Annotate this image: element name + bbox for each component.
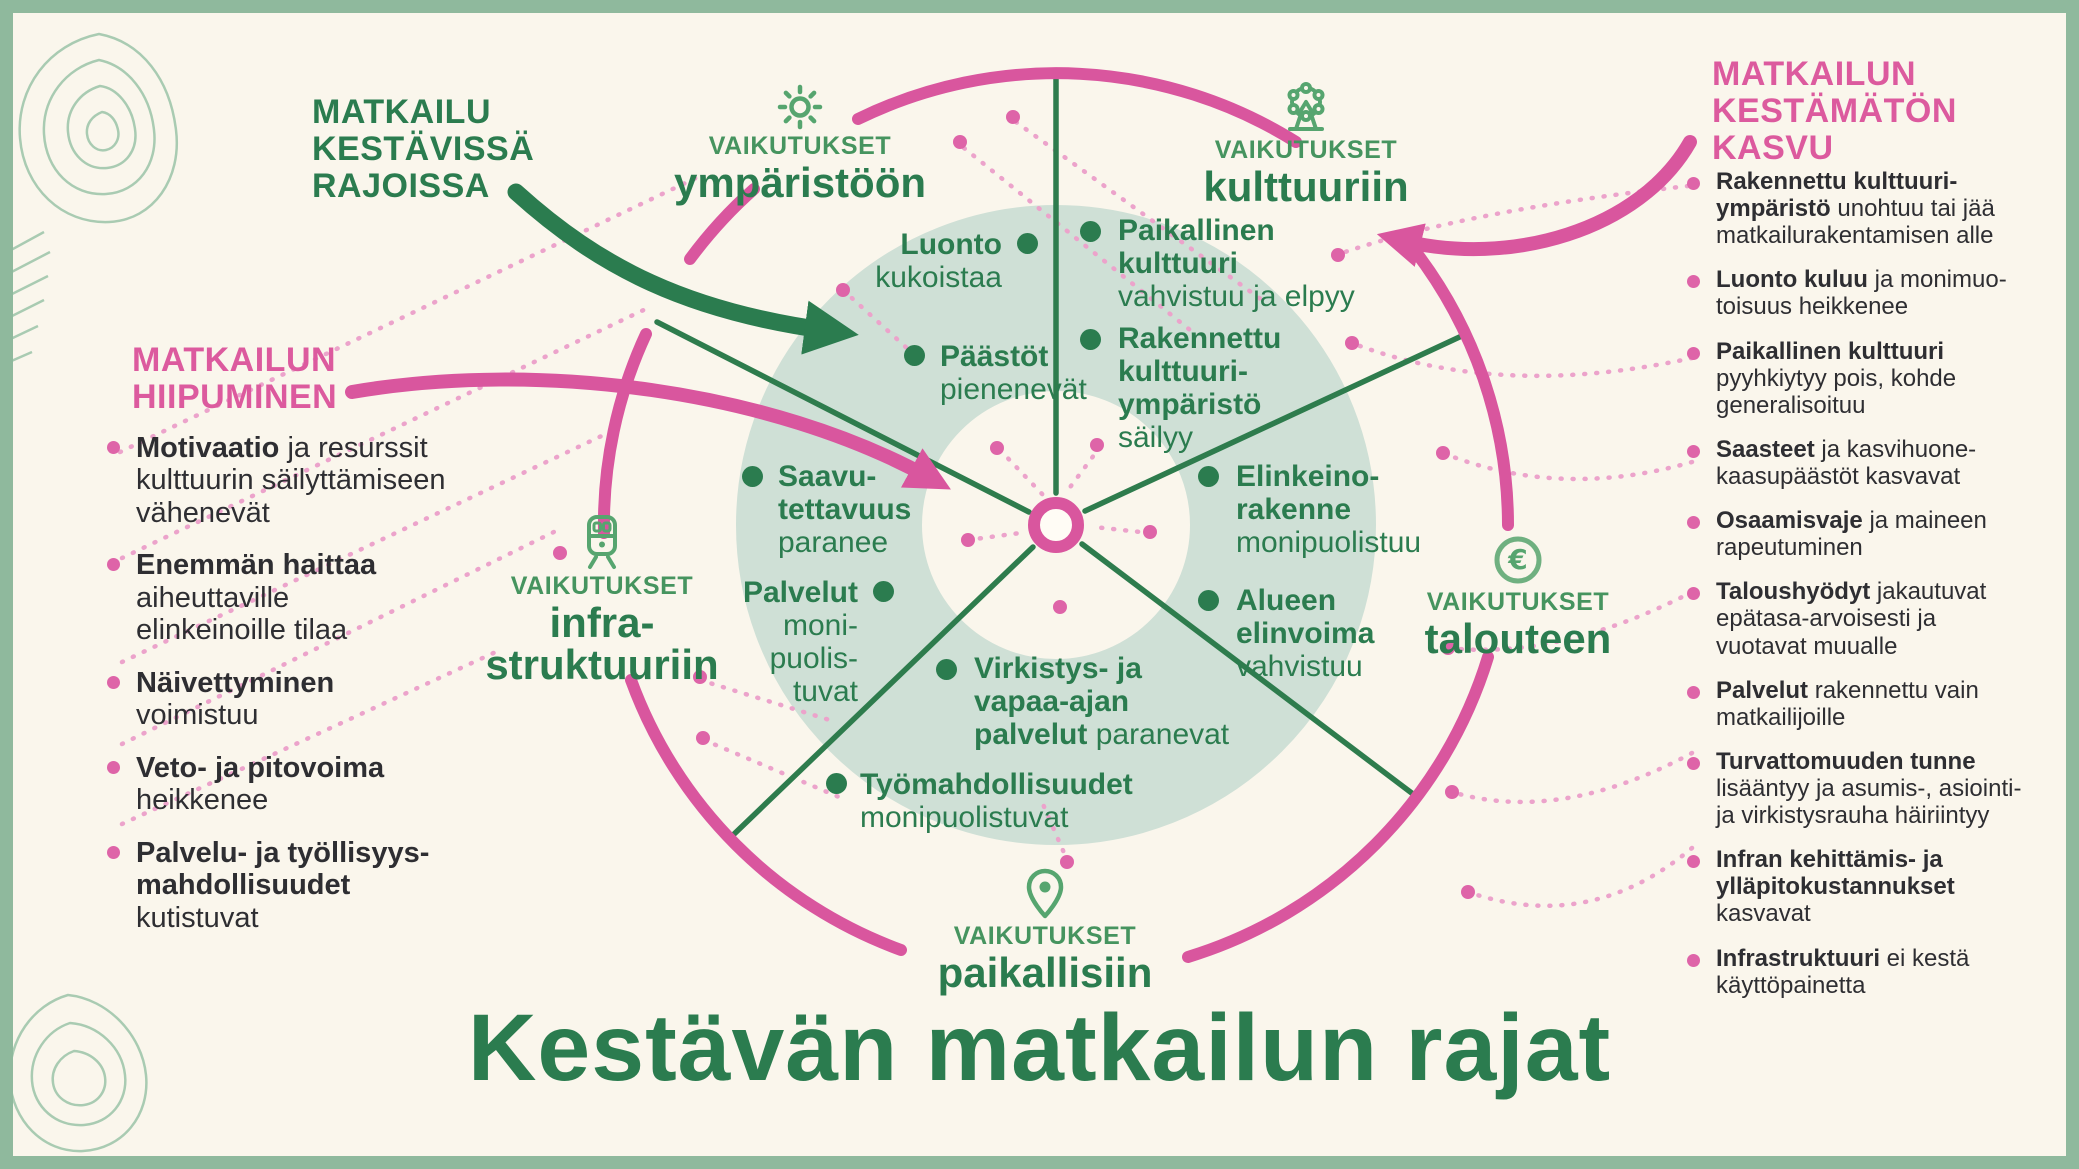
sector-name: talouteen [1424, 615, 1612, 662]
sector-label-infrastructure: VAIKUTUKSET infra- struktuuriin [422, 514, 782, 686]
pink-dots [553, 110, 1475, 899]
list-item: Turvattomuuden tunne lisääntyy ja asumis… [1687, 748, 2066, 829]
list-item: Veto- ja pitovoima heikkenee [107, 752, 476, 817]
wheel-item-palvelut: Palvelut moni- puolis- tuvat [700, 576, 894, 708]
bullet-dot [936, 659, 957, 680]
list-item: Taloushyödyt jakautuvat epätasa-arvoises… [1687, 578, 2066, 660]
ferris-wheel-icon [1287, 82, 1325, 131]
bullet-dot [1198, 466, 1219, 487]
bullet-dot [826, 773, 847, 794]
limit-circle [597, 67, 1514, 963]
bullet-dot [1198, 590, 1219, 611]
sector-label-culture: VAIKUTUKSET kulttuuriin [1126, 80, 1486, 208]
sector-small-label: VAIKUTUKSET [1426, 588, 1610, 616]
bullet-dot [1080, 221, 1101, 242]
growth-arrow [1376, 135, 1697, 267]
sector-label-locals: VAIKUTUKSET paikallisiin [865, 868, 1225, 994]
heading-unsustainable: MATKAILUN KESTÄMÄTÖN KASVU [1712, 55, 1957, 168]
bullet-dot [1017, 233, 1038, 254]
growth-effects-list: Rakennettu kulttuuri- ympäristö unohtuu … [1687, 168, 2066, 1016]
center-hub [1028, 497, 1084, 553]
train-icon [587, 515, 617, 569]
list-item: Motivaatio ja resurssit kulttuurin säily… [107, 432, 476, 529]
contour-art-top-left [0, 32, 179, 368]
sector-small-label: VAIKUTUKSET [953, 922, 1137, 950]
wheel-item-tyomahdollisuudet: Työmahdollisuudet monipuolistuvat [826, 768, 1133, 834]
wheel-item-saavutettavuus: Saavu- tettavuus paranee [742, 460, 911, 559]
sector-name: ympäristöön [673, 159, 927, 206]
wheel-item-paikallinen-kulttuuri: Paikallinen kulttuuri vahvistuu ja elpyy [1080, 214, 1355, 313]
heading-decline: MATKAILUN HIIPUMINEN [132, 341, 338, 417]
page-title: Kestävän matkailun rajat [467, 995, 1612, 1101]
euro-icon: € [1494, 536, 1542, 584]
sector-small-label: VAIKUTUKSET [1214, 136, 1398, 164]
decline-effects-list: Motivaatio ja resurssit kulttuurin säily… [107, 432, 476, 954]
list-item: Saasteet ja kasvihuone- kaasupäästöt kas… [1687, 436, 2066, 490]
wheel-item-paastot: Päästöt pienenevät [904, 340, 1087, 406]
bullet-dot [873, 581, 894, 602]
list-item: Rakennettu kulttuuri- ympäristö unohtuu … [1687, 168, 2066, 249]
decline-arrow [345, 372, 951, 490]
bullet-dot [1080, 329, 1101, 350]
list-item: Enemmän haittaa aiheuttaville elinkeinoi… [107, 549, 476, 646]
location-pin-icon [1026, 868, 1064, 919]
wheel-item-elinkeinorakenne: Elinkeino- rakenne monipuolistuu [1198, 460, 1421, 559]
sector-name: kulttuuriin [1203, 163, 1409, 210]
bullet-dot [904, 345, 925, 366]
wheel-item-rakennettu-ymparisto: Rakennettu kulttuuri- ympäristö säilyy [1080, 322, 1281, 454]
wheel-item-virkistyspalvelut: Virkistys- ja vapaa-ajan palvelut parane… [936, 652, 1229, 751]
sector-spokes [654, 74, 1469, 840]
sector-small-label: VAIKUTUKSET [708, 132, 892, 160]
list-item: Infran kehittämis- ja ylläpitokustannuks… [1687, 846, 2066, 927]
list-item: Palvelut rakennettu vain matkailijoille [1687, 677, 2066, 731]
wheel-item-alueen-elinvoima: Alueen elinvoima vahvistuu [1198, 584, 1374, 683]
bullet-dot [742, 466, 763, 487]
sector-small-label: VAIKUTUKSET [510, 572, 694, 600]
list-item: Näivettyminen voimistuu [107, 667, 476, 732]
sector-label-economy: € VAIKUTUKSET talouteen [1338, 534, 1698, 660]
sun-icon [777, 84, 823, 130]
list-item: Infrastruktuuri ei kestä käyttöpainetta [1687, 945, 2066, 999]
wheel-item-luonto: Luonto kukoistaa [812, 228, 1038, 294]
euro-symbol: € [1507, 543, 1527, 576]
sector-name: infra- struktuuriin [485, 599, 719, 688]
list-item: Osaamisvaje ja maineen rapeutuminen [1687, 507, 2066, 561]
heading-sustainable: MATKAILU KESTÄVISSÄ RAJOISSA [312, 93, 535, 206]
sustainable-arrow [507, 183, 859, 355]
sector-label-environment: VAIKUTUKSET ympäristöön [620, 84, 980, 204]
list-item: Paikallinen kulttuuri pyyhkiytyy pois, k… [1687, 338, 2066, 419]
list-item: Luonto kuluu ja monimuo- toisuus heikken… [1687, 266, 2066, 320]
sector-name: paikallisiin [937, 949, 1153, 996]
list-item: Palvelu- ja työllisyys- mahdollisuudet k… [107, 837, 476, 934]
